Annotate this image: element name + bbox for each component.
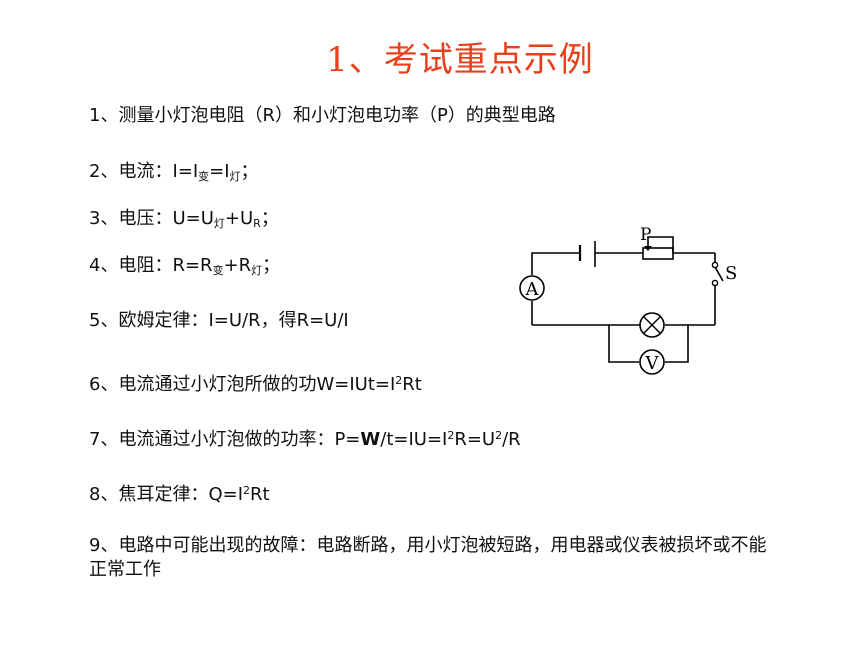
item-5-ohms-law: 5、欧姆定律：I=U/R，得R=U/I xyxy=(89,310,349,331)
item-3-voltage: 3、电压：U=U灯+UR； xyxy=(89,208,279,230)
slider-arrow xyxy=(644,246,652,251)
item-6-work: 6、电流通过小灯泡所做的功W=IUt=I2Rt xyxy=(89,374,422,395)
switch-contact-top xyxy=(711,261,719,269)
item-4-resistance: 4、电阻：R=R变+R灯； xyxy=(89,255,281,277)
item-1: 1、测量小灯泡电阻（R）和小灯泡电功率（P）的典型电路 xyxy=(89,105,556,126)
item-7-power: 7、电流通过小灯泡做的功率：P=W/t=IU=I2R=U2/R xyxy=(89,429,521,450)
wire-slider xyxy=(647,236,674,253)
ammeter-label: A xyxy=(525,279,540,300)
wire-voltmeter-left xyxy=(608,325,639,363)
page-title: 1、考试重点示例 xyxy=(326,40,594,80)
circuit-diagram: A V P S xyxy=(519,225,737,375)
slider-label: P xyxy=(640,225,651,245)
voltmeter-icon xyxy=(639,349,665,375)
voltmeter-label: V xyxy=(645,353,660,374)
wire-top-left xyxy=(531,252,580,275)
switch-label: S xyxy=(725,263,737,284)
wire-voltmeter-right xyxy=(665,325,689,363)
item-8-joule-law: 8、焦耳定律：Q=I2Rt xyxy=(89,484,270,505)
item-9-faults: 9、电路中可能出现的故障：电路断路，用小灯泡被短路，用电器或仪表被损坏或不能正常… xyxy=(89,535,767,580)
switch-contact-bottom xyxy=(711,279,719,287)
switch-blade xyxy=(714,266,724,282)
item-2-current: 2、电流：I=I变=I灯； xyxy=(89,161,259,183)
ammeter-icon xyxy=(519,275,545,301)
